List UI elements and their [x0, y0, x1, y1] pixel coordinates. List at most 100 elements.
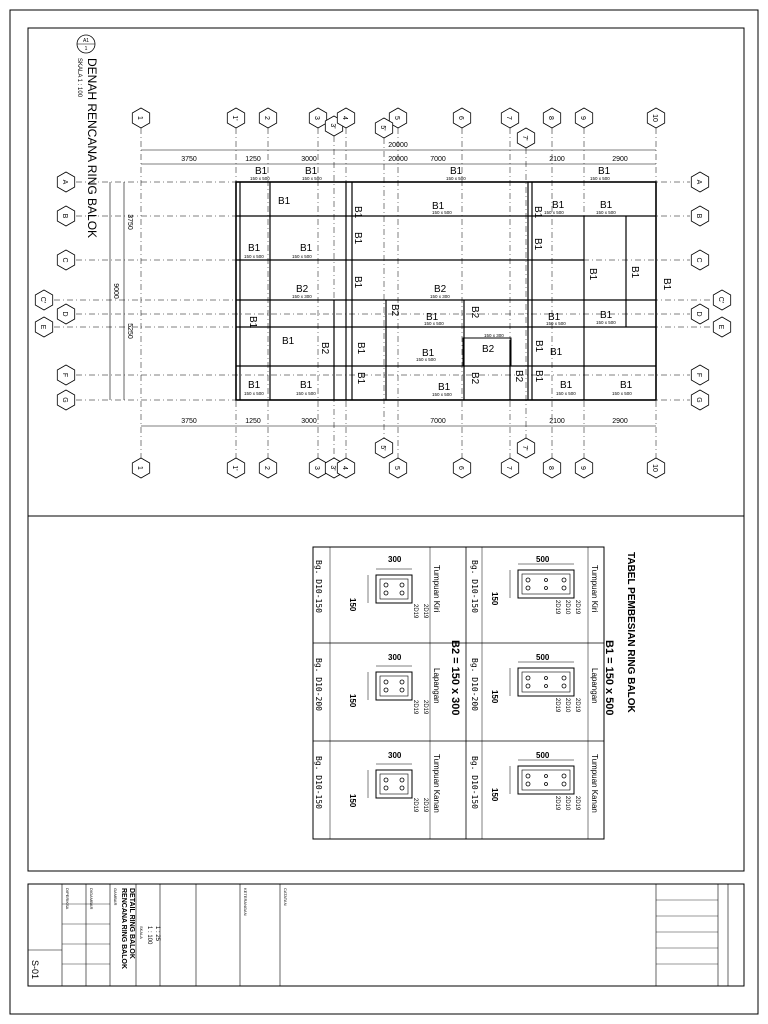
b2-height-dim: 300 [388, 751, 402, 760]
b2-width-dim: 150 [348, 794, 357, 808]
span-bottom-3: 3000 [301, 418, 317, 425]
b2-height-dim: 300 [388, 653, 402, 662]
beam-size: 150 x 500 [250, 176, 270, 181]
beam-label: B1 [552, 200, 565, 211]
side-dim-2: 5250 [126, 323, 133, 339]
beam-size: 150 x 500 [244, 254, 264, 259]
beam-label: B2 [469, 372, 480, 385]
beam-label: B1 [247, 316, 258, 329]
b1-stirrup-left: Bg. D10-150 [470, 560, 479, 613]
b1-bar-mid: 2D10 [564, 698, 570, 713]
b2-col-mid: Lapangan [432, 668, 441, 704]
beam-size: 150 x 500 [432, 392, 452, 397]
sheet-ref-top: A1 [83, 38, 89, 44]
beam-label: B1 [432, 201, 445, 212]
beam-label: B1 [533, 340, 544, 353]
grid-bubble-top-10: 7' [516, 127, 536, 149]
grid-bubble-right-2: C [690, 249, 710, 271]
grid-bubble-bottom-10: 7' [516, 437, 536, 459]
beam-label: B2 [513, 370, 524, 383]
beam-label: B1 [532, 206, 543, 219]
grid-label: 1 [136, 466, 143, 470]
grid-bubble-top-3: 3 [308, 107, 328, 129]
overlap-dimension: 20000 [388, 156, 408, 163]
beam-label: B1 [422, 348, 435, 359]
b1-col-left: Tumpuan Kiri [590, 565, 599, 613]
beam-size: 150 x 500 [302, 176, 322, 181]
beam-label: B1 [533, 370, 544, 383]
beam-label: B2 [319, 342, 330, 355]
b2-height-dim: 300 [388, 555, 402, 564]
grid-label: E [39, 325, 46, 330]
grid-bubble-left-0: A [56, 171, 76, 193]
b1-width-dim: 150 [490, 592, 499, 606]
beam-label: B2 [389, 304, 400, 317]
grid-label: A [61, 180, 68, 185]
grid-label: 6 [457, 116, 464, 120]
grid-bubble-bottom-7: 5' [374, 437, 394, 459]
table-title: TABEL PEMBESIAN RING BALOK [625, 552, 636, 714]
b1-bar-top: 2D19 [574, 600, 580, 615]
grid-label: F [695, 373, 702, 377]
beam-label: B1 [600, 310, 613, 321]
sheet-ref-bottom: 1 [85, 46, 88, 52]
span-bottom-4: 7000 [430, 418, 446, 425]
beam-label: B1 [352, 276, 363, 289]
b1-section-dims: 500 500 500 150 150 150 [490, 555, 550, 802]
beam-label: B1 [255, 166, 268, 177]
outer-border [9, 9, 759, 1015]
beam-label: B1 [598, 166, 611, 177]
grid-bubble-bottom-3: 3 [308, 457, 328, 479]
beam-size: 150 x 500 [544, 210, 564, 215]
ring-beam-plan: DENAH RENCANA RING BALOK SKALA 1 : 100 A… [34, 34, 732, 479]
grid-label: 8 [547, 116, 554, 120]
beam-label: B1 [248, 380, 261, 391]
grid-bubble-right-1: B [690, 205, 710, 227]
grid-label: 7' [521, 135, 528, 140]
b2-stirrup-mid: Bg. D10-200 [314, 658, 323, 711]
b1-bar-bot: 2D19 [554, 600, 560, 615]
side-dim-total: 9000 [112, 283, 119, 299]
grid-bubble-top-6: 5 [388, 107, 408, 129]
b1-height-dim: 500 [536, 653, 550, 662]
grid-bubble-left-5: E [34, 316, 54, 338]
sheet-number: S-01 [30, 960, 40, 979]
beam-size: 150 x 500 [556, 391, 576, 396]
b2-bar-top: 2D19 [422, 700, 428, 715]
beam-labels: B1 B1 B1 B1 B1 B1 B1 B1 B1 B1 B2 B2 B1 B… [244, 166, 672, 397]
b2-width-dim: 150 [348, 694, 357, 708]
grid-label: 5' [379, 125, 386, 130]
grid-bubble-bottom-1: 1' [226, 457, 246, 479]
grid-bubble-bottom-8: 6 [452, 457, 472, 479]
b2-bar-bot: 2D19 [412, 604, 418, 619]
grid-bubble-bottom-13: 10 [646, 457, 666, 479]
beam-label: B1 [355, 372, 366, 385]
label-notes: KETERANGAN [243, 888, 248, 916]
grid-label: 1 [136, 116, 143, 120]
grid-bubble-top-8: 6 [452, 107, 472, 129]
beam-label: B1 [548, 312, 561, 323]
grid-label: C' [39, 297, 46, 303]
beam-label: B1 [629, 266, 640, 279]
beam-label: B1 [600, 200, 613, 211]
b2-width-dim: 150 [348, 598, 357, 612]
b1-bar-top: 2D19 [574, 698, 580, 713]
grid-bubble-left-4: D [56, 303, 76, 325]
grid-label: 3' [329, 123, 336, 128]
b1-col-right: Tumpuan Kanan [590, 754, 599, 813]
b2-bar-bot: 2D19 [412, 700, 418, 715]
span-top-3: 3000 [301, 156, 317, 163]
grid-bubble-right-5: E [712, 316, 732, 338]
beam-label: B2 [469, 306, 480, 319]
grid-bubble-right-6: F [690, 364, 710, 386]
grid-label: 9 [579, 116, 586, 120]
grid-label: A [695, 180, 702, 185]
beam-label: B1 [278, 196, 291, 207]
grid-label: C [695, 257, 702, 262]
drawing-title-2: DETAIL RING BALOK [128, 888, 135, 959]
grid-label: 1' [231, 115, 238, 120]
beam-label: B1 [352, 232, 363, 245]
b2-bar-top: 2D19 [422, 604, 428, 619]
beam-label: B1 [450, 166, 463, 177]
beam-label: B1 [550, 347, 563, 358]
